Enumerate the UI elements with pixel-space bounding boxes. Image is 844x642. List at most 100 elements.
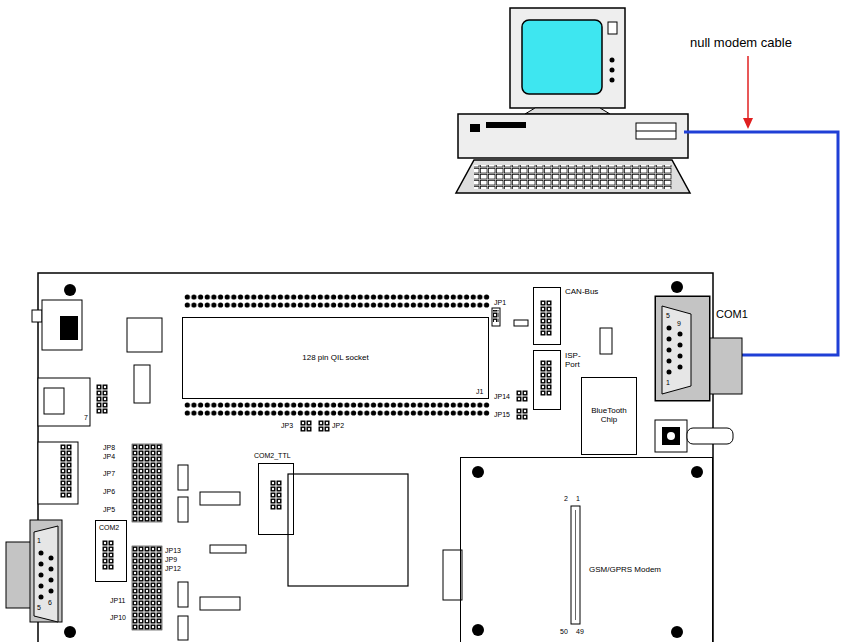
socket-pins [184, 401, 490, 417]
part-label: J1 [476, 388, 483, 396]
node-label: BlueTooth Chip [585, 407, 633, 425]
header-box: CAN-Bus [533, 287, 561, 345]
socket-box: 128 pin QIL socket [182, 317, 489, 399]
db9-pin [678, 354, 683, 359]
keyboard-keys [474, 165, 672, 189]
mounting-hole [671, 281, 683, 293]
monitor-screen [522, 20, 602, 94]
ic-chip [600, 328, 612, 354]
db9-pin [667, 370, 672, 375]
db9-pin [39, 584, 44, 589]
part-label: JP1 [494, 299, 506, 307]
part-label: JP12 [165, 565, 181, 573]
part-label: 49 [576, 628, 584, 636]
rj45-pins [96, 384, 108, 414]
circuit-board [38, 273, 713, 642]
processor-chip [288, 474, 408, 586]
monitor-button [608, 22, 617, 34]
db9-pin [678, 365, 683, 370]
db9-pin [667, 326, 672, 331]
part-label: 5 [37, 604, 41, 612]
header-pins [540, 360, 552, 396]
part-label: 1 [576, 495, 580, 503]
monitor-knob [610, 68, 615, 73]
ic-chip [200, 597, 240, 610]
part-label: 5 [666, 312, 670, 320]
pc-slot [486, 122, 526, 128]
ic-chip [134, 365, 150, 403]
db9-pins [39, 551, 54, 600]
header-box: COM2_TTL [258, 463, 294, 535]
part-label: JP5 [103, 506, 115, 514]
part-label: JP3 [281, 422, 293, 430]
db9-pin [39, 562, 44, 567]
rj45-jack [38, 378, 90, 426]
part-label: JP13 [165, 547, 181, 555]
monitor-knob [610, 58, 615, 63]
pc-drive [636, 123, 676, 139]
modem-connector-slot [571, 506, 580, 624]
pc-drive-line [636, 131, 676, 132]
capacitor [178, 497, 188, 522]
part-label: JP6 [103, 488, 115, 496]
ic-chip [200, 492, 240, 505]
part-label: JP11 [110, 597, 125, 605]
db9-pin [667, 359, 672, 364]
header-pins [102, 540, 114, 570]
db9-pin [667, 337, 672, 342]
part-label: JP7 [103, 470, 115, 478]
node-label: CAN-Bus [565, 288, 598, 297]
computer [456, 8, 690, 193]
mounting-hole [691, 466, 703, 478]
jumper-pins [300, 420, 312, 432]
power-jack [42, 300, 82, 350]
part-label: 1 [37, 537, 41, 545]
db9-connector [655, 296, 710, 401]
reset-button-cap [662, 427, 680, 445]
reset-button-center [667, 432, 675, 440]
part-label: 2 [564, 495, 568, 503]
crystal [127, 318, 162, 352]
chip-box: BlueTooth Chip [581, 377, 637, 455]
db9-connector [30, 520, 62, 622]
reset-button-lever [687, 428, 733, 444]
db9-pin [39, 551, 44, 556]
part-label: JP2 [332, 422, 344, 430]
monitor-knob [610, 78, 615, 83]
jumper-pins [516, 390, 528, 402]
mounting-hole [472, 466, 484, 478]
part-label: JP10 [110, 614, 126, 622]
header-box: ISP-Port [533, 350, 561, 410]
reset-button [655, 420, 687, 452]
part-label: 1 [666, 379, 670, 387]
audio-jacks [38, 442, 78, 504]
pin-header [60, 444, 72, 498]
header-pins [270, 480, 282, 510]
db9-shell [6, 542, 32, 608]
db9-pin [49, 578, 54, 583]
db9-face [34, 526, 58, 622]
mounting-hole [671, 626, 683, 638]
pointer-arrow [747, 56, 749, 120]
db9-pin [678, 332, 683, 337]
part-label: JP14 [494, 393, 510, 401]
jumper-pins [516, 408, 528, 420]
monitor [510, 8, 625, 108]
rj45-opening [44, 388, 64, 414]
part-label: JP8 [103, 444, 115, 452]
db9-face [662, 306, 691, 394]
node-label: ISP-Port [565, 352, 589, 370]
db9-pins [667, 326, 683, 375]
db9-pin [49, 556, 54, 561]
socket-pins [184, 293, 490, 309]
jumper-pins [493, 310, 499, 322]
part-label: JP4 [103, 453, 115, 461]
db9-pin [667, 348, 672, 353]
jumper [492, 308, 500, 326]
db9-pin [678, 343, 683, 348]
header-box: COM2 [95, 520, 127, 582]
node-label: 128 pin QIL socket [302, 354, 368, 363]
module-board: GSM/GPRS Modem [460, 457, 713, 642]
capacitor [178, 582, 188, 607]
